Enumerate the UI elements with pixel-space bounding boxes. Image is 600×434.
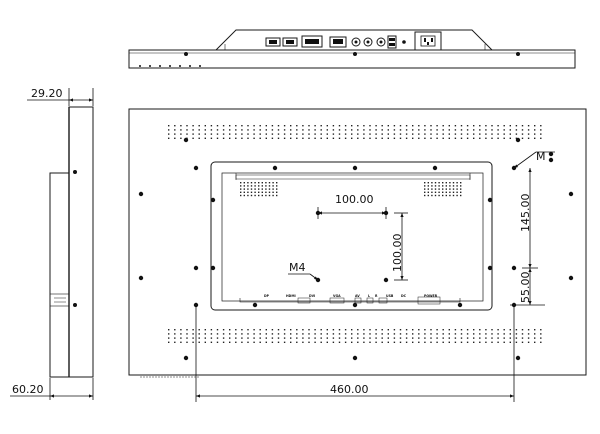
mounting-hole: [432, 165, 438, 171]
vent-bottom: [168, 329, 542, 343]
m-screw-label: M: [536, 150, 546, 163]
mounting-hole: [568, 191, 574, 197]
right-height-label: 145.00: [519, 194, 532, 233]
vent-hole-patterns: [168, 125, 542, 343]
right-offset-label: 55.00: [519, 272, 532, 304]
side-depth-top-label: 29.20: [31, 87, 63, 100]
top-view-port-bay: [215, 29, 493, 51]
port-label-dp: DP: [264, 294, 270, 298]
rear-panel: [128, 108, 587, 376]
inner-plate: [221, 172, 484, 302]
side-view: [49, 106, 94, 378]
port-label-l: L: [368, 294, 370, 298]
audio-l-jack: [363, 37, 373, 47]
vent-inner-left: [240, 182, 278, 197]
port-label-power: POWER: [424, 294, 438, 298]
mounting-hole: [252, 302, 258, 308]
inner-recess: [210, 161, 493, 311]
vent-top: [168, 125, 542, 139]
top-view: [128, 29, 576, 69]
side-view-bracket: [49, 172, 70, 378]
vesa-vertical-label: 100.00: [391, 234, 404, 273]
vent-inner-right: [424, 182, 462, 197]
vesa-horizontal-label: 100.00: [335, 193, 374, 206]
side-view-screws: [73, 170, 77, 307]
mounting-hole: [383, 277, 389, 283]
dvi-port: [301, 35, 323, 48]
mounting-hole: [352, 302, 358, 308]
mounting-hole: [138, 275, 144, 281]
right-dimension-lines: [510, 168, 545, 306]
mounting-hole: [515, 137, 521, 143]
power-inlet: [414, 31, 442, 51]
mounting-hole: [272, 165, 278, 171]
m-screw-symbol: [548, 151, 554, 163]
side-dimension-lines: [10, 88, 94, 400]
port-label-dvi: DVI: [309, 294, 315, 298]
port-label-av: AV: [355, 294, 360, 298]
mounting-hole: [515, 355, 521, 361]
mounting-hole: [210, 197, 216, 203]
mounting-hole: [193, 265, 199, 271]
mounting-hole: [183, 137, 189, 143]
mounting-hole: [487, 197, 493, 203]
usb-port: [387, 35, 397, 49]
mounting-hole: [457, 302, 463, 308]
vesa-dimension-lines: [288, 151, 555, 281]
port-label-vga: VGA: [333, 294, 341, 298]
top-view-body: [128, 49, 576, 69]
port-label-r: R: [375, 294, 378, 298]
mounting-hole: [352, 355, 358, 361]
side-view-body: [68, 106, 94, 378]
bottom-width-label: 460.00: [330, 383, 369, 396]
hdmi-port: [282, 37, 298, 47]
mounting-hole: [193, 165, 199, 171]
port-label-hdmi: HDMI: [286, 294, 296, 298]
audio-r-jack: [376, 37, 386, 47]
io-panel: [239, 298, 461, 303]
vga-port: [329, 36, 347, 48]
mounting-holes: [138, 137, 574, 361]
io-port-labels: DP HDMI DVI VGA AV L R USB DC POWER: [264, 294, 438, 298]
mounting-hole: [138, 191, 144, 197]
av-jack: [351, 37, 361, 47]
side-depth-bottom-label: 60.20: [12, 383, 44, 396]
mounting-hole: [487, 265, 493, 271]
port-label-usb: USB: [386, 294, 394, 298]
mounting-hole: [568, 275, 574, 281]
bottom-dimension-lines: [195, 306, 515, 402]
mounting-hole: [511, 265, 517, 271]
dp-port: [265, 37, 281, 47]
rear-view: [128, 108, 587, 376]
mounting-hole: [352, 165, 358, 171]
mounting-hole: [183, 355, 189, 361]
mounting-hole: [193, 302, 199, 308]
mounting-hole: [210, 265, 216, 271]
m4-screw-label: M4: [289, 261, 306, 274]
port-label-dc: DC: [401, 294, 407, 298]
top-view-details: [139, 38, 520, 67]
